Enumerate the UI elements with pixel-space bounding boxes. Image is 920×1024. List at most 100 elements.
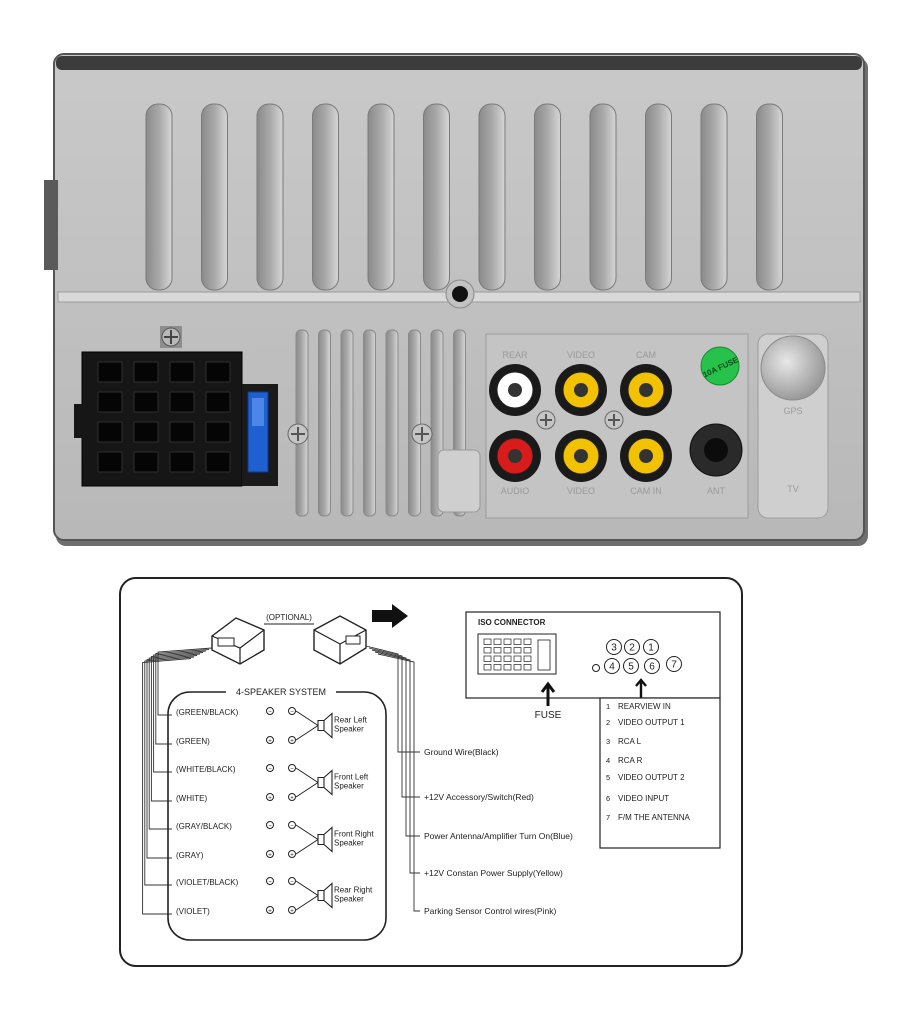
speaker-wire-label: (WHITE/BLACK) bbox=[176, 765, 236, 774]
power-wire-line bbox=[374, 651, 420, 874]
arrow-right-icon bbox=[372, 604, 408, 628]
speaker-wire-line bbox=[146, 655, 198, 859]
rca-jack-pin bbox=[639, 383, 653, 397]
port-number: 6 bbox=[649, 662, 655, 673]
iso-diagram-pin bbox=[493, 647, 502, 654]
speaker-wire-label: (GRAY/BLACK) bbox=[176, 822, 232, 831]
port-list-box bbox=[599, 697, 721, 849]
terminal-sign: + bbox=[290, 739, 294, 745]
port-number-circle bbox=[643, 639, 659, 655]
positive-terminal-icon bbox=[288, 850, 296, 858]
port-list-text: REARVIEW IN bbox=[618, 702, 671, 711]
iso-diagram-pin bbox=[523, 664, 532, 671]
vent-slot bbox=[318, 329, 331, 517]
iso-diagram-pin bbox=[513, 638, 522, 645]
heat-sink-fin bbox=[534, 103, 561, 291]
positive-terminal-icon bbox=[266, 736, 274, 744]
iso-diagram-pin bbox=[503, 638, 512, 645]
iso-pin-socket bbox=[205, 451, 231, 473]
heat-sink-fin bbox=[145, 103, 173, 291]
iso-diagram-pin bbox=[503, 655, 512, 662]
rca-bottom-label-audio: AUDIO bbox=[501, 486, 530, 496]
speaker-icon bbox=[317, 712, 333, 739]
heat-sink-fin bbox=[478, 103, 506, 291]
harness-plug-right bbox=[313, 615, 367, 665]
vent-slot bbox=[408, 329, 421, 517]
terminal-sign: − bbox=[268, 710, 272, 716]
power-wire-line bbox=[371, 649, 420, 837]
mount-hole-center bbox=[452, 286, 468, 302]
iso-diagram-pin bbox=[523, 655, 532, 662]
negative-terminal-icon bbox=[288, 877, 296, 885]
speaker-wire-line bbox=[142, 658, 192, 915]
gps-label: GPS bbox=[783, 406, 802, 416]
antenna-jack-core bbox=[704, 438, 728, 462]
port-number: 2 bbox=[629, 643, 635, 654]
power-wire-line bbox=[377, 653, 420, 912]
iso-diagram-pin bbox=[493, 664, 502, 671]
port-list-number: 6 bbox=[606, 794, 610, 803]
positive-terminal-icon bbox=[266, 793, 274, 801]
rca-jack-pin bbox=[639, 449, 653, 463]
antenna-label: ANT bbox=[707, 486, 726, 496]
terminal-sign: − bbox=[290, 767, 294, 773]
port-list-number: 4 bbox=[606, 756, 610, 765]
port-number: 5 bbox=[628, 662, 634, 673]
vent-slot bbox=[385, 329, 399, 517]
iso-diagram-pin bbox=[513, 647, 522, 654]
speaker-icon bbox=[317, 769, 333, 796]
speaker-name-suffix: Speaker bbox=[334, 839, 364, 848]
positive-terminal-icon bbox=[266, 906, 274, 914]
heat-sink-fin bbox=[645, 103, 672, 291]
rca-jack-pin bbox=[574, 449, 588, 463]
fuse-rating-badge bbox=[700, 346, 740, 386]
terminal-sign: − bbox=[268, 767, 272, 773]
speaker-name: Rear Left bbox=[334, 716, 368, 725]
iso-diagram-pin bbox=[483, 638, 492, 645]
fuse-arrow-icon bbox=[540, 681, 556, 706]
speaker-wire-label: (WHITE) bbox=[176, 794, 207, 803]
terminal-sign: − bbox=[268, 880, 272, 886]
speaker-lead bbox=[295, 880, 319, 911]
port-number-circle bbox=[644, 658, 660, 674]
head-unit-rear-panel: REAR VIDEO CAM AUDIO VIDEO CAM IN 10A FU… bbox=[44, 53, 868, 546]
negative-terminal-icon bbox=[266, 877, 274, 885]
terminal-sign: + bbox=[290, 853, 294, 859]
port-marker-dot bbox=[592, 664, 600, 672]
iso-diagram-pin bbox=[513, 664, 522, 671]
rca-top-label-video: VIDEO bbox=[567, 350, 595, 360]
port-list-text: RCA R bbox=[618, 756, 643, 765]
terminal-sign: + bbox=[268, 739, 272, 745]
terminal-sign: + bbox=[290, 909, 294, 915]
negative-terminal-icon bbox=[288, 821, 296, 829]
speaker-wire-line bbox=[144, 656, 195, 886]
speaker-wire-line bbox=[148, 653, 201, 830]
port-list-text: RCA L bbox=[618, 737, 642, 746]
negative-terminal-icon bbox=[288, 764, 296, 772]
terminal-sign: − bbox=[290, 880, 294, 886]
iso-pin-socket bbox=[97, 391, 123, 413]
iso-diagram-pin bbox=[493, 638, 502, 645]
negative-terminal-icon bbox=[266, 707, 274, 715]
rca-top-label-rear: REAR bbox=[502, 350, 528, 360]
power-wire-line bbox=[365, 645, 420, 753]
port-list-number: 1 bbox=[606, 702, 610, 711]
port-number-circle bbox=[623, 658, 639, 674]
negative-terminal-icon bbox=[266, 764, 274, 772]
power-wire-label: +12V Constan Power Supply(Yellow) bbox=[424, 868, 563, 878]
iso-pin-socket bbox=[97, 451, 123, 473]
positive-terminal-icon bbox=[288, 906, 296, 914]
heat-sink-fin bbox=[700, 103, 728, 291]
iso-diagram-pin bbox=[523, 647, 532, 654]
iso-diagram-pins bbox=[483, 638, 551, 671]
speaker-name: Rear Right bbox=[334, 886, 373, 895]
terminal-sign: − bbox=[290, 824, 294, 830]
tv-label: TV bbox=[787, 484, 799, 494]
iso-diagram-pin bbox=[503, 664, 512, 671]
iso-connector-title: ISO CONNECTOR bbox=[478, 618, 546, 627]
iso-pin-socket bbox=[205, 421, 231, 443]
iso-connector-block bbox=[74, 326, 278, 487]
power-wire-label: Power Antenna/Amplifier Turn On(Blue) bbox=[424, 831, 573, 841]
